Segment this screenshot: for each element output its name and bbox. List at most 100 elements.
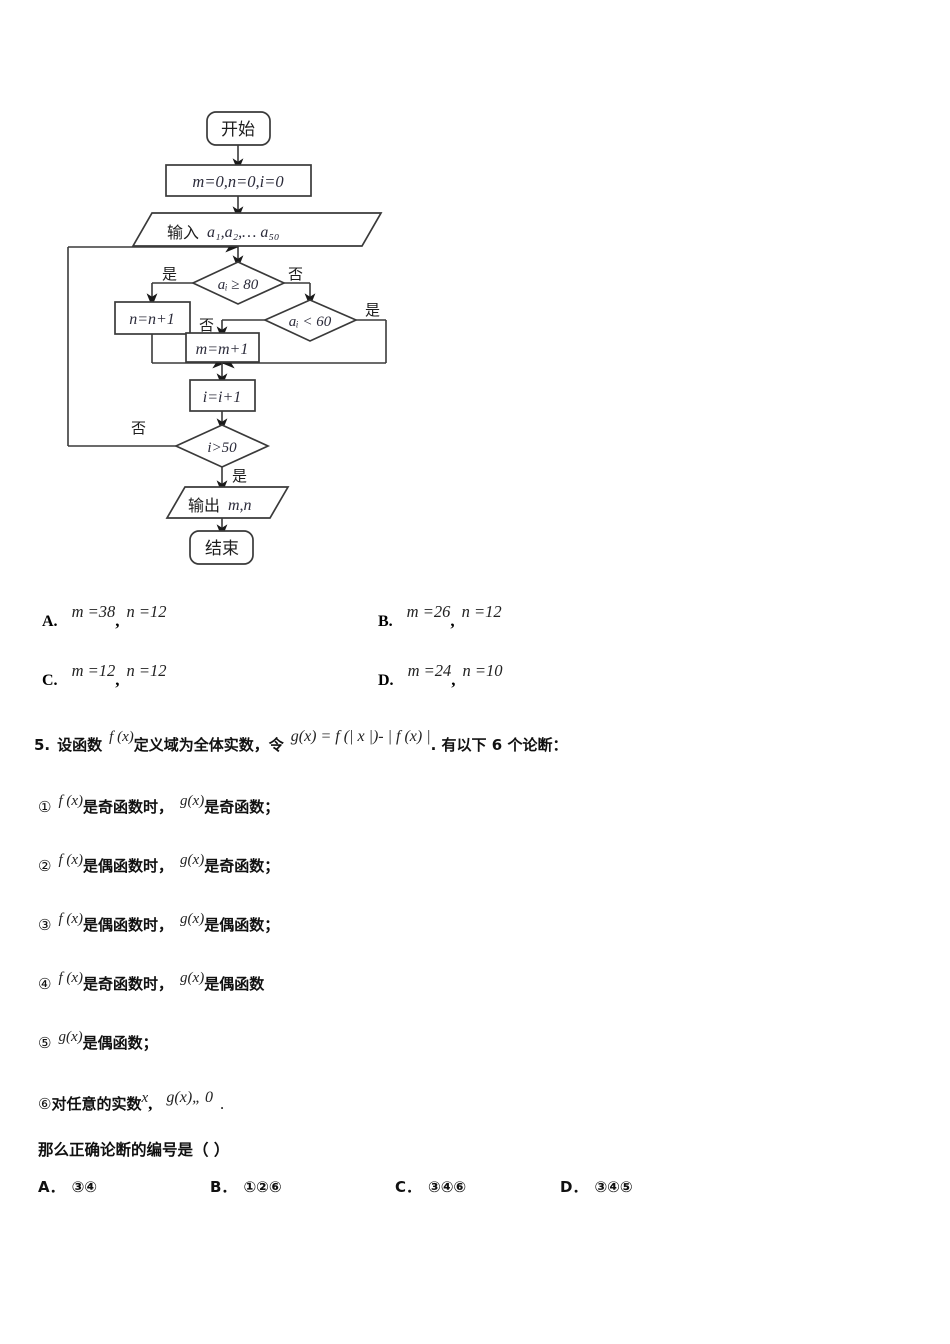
- flow-node-start: 开始: [206, 111, 271, 146]
- flow-node-condition3-label: i>50: [207, 440, 237, 456]
- flow-node-input: 输入 a₁,a₂,… a₅₀: [131, 212, 383, 247]
- q5-statement-6-number: ⑥: [38, 1095, 52, 1113]
- edge-label-cond2-yes: 是: [365, 301, 380, 319]
- flow-node-output-vars: m,n: [228, 497, 252, 514]
- q4-option-b-m: m =26: [406, 602, 451, 621]
- q4-option-d[interactable]: D. m =24, n =10: [378, 662, 503, 689]
- q5-statement-3-text1: 是偶函数时，: [83, 916, 174, 934]
- q5-option-c-value: ③④⑥: [428, 1178, 467, 1196]
- q5-statement-4-text1: 是奇函数时，: [83, 975, 174, 993]
- q5-option-c[interactable]: C． ③④⑥: [395, 1180, 466, 1196]
- q5-statement-2: ② f (x)是偶函数时， g(x)是奇函数；: [38, 853, 280, 875]
- flow-node-condition-i-gt-50: i>50: [173, 424, 271, 468]
- q4-option-c-label: C.: [42, 672, 58, 689]
- q5-stem-text-3: . 有以下 6 个论断：: [430, 736, 568, 754]
- q5-statement-3-text2: 是偶函数；: [204, 916, 280, 934]
- q4-option-a-n: n =12: [126, 602, 167, 621]
- q4-option-a-m: m =38: [71, 602, 116, 621]
- q5-statement-6-variable: x: [141, 1090, 149, 1106]
- q5-statement-5-fn1: g(x): [58, 1029, 83, 1045]
- flow-node-output: 输出 m,n: [165, 486, 290, 519]
- q5-option-a-value: ③④: [71, 1178, 98, 1196]
- q4-option-d-n: n =10: [462, 661, 503, 680]
- flow-node-increment-n-label: n=n+1: [129, 311, 175, 328]
- q5-statement-5-number: ⑤: [38, 1034, 52, 1052]
- q5-statement-1-text2: 是奇函数；: [204, 798, 280, 816]
- q4-option-c-sep: ,: [115, 670, 120, 689]
- flow-node-condition-ai-ge-80: aᵢ ≥ 80: [190, 261, 287, 305]
- q5-option-b[interactable]: B． ①②⑥: [210, 1180, 282, 1196]
- q5-stem-text-1: 设函数: [57, 736, 103, 754]
- q5-option-b-label: B．: [210, 1178, 237, 1196]
- q5-stem-text-2: 定义域为全体实数，令: [133, 736, 284, 754]
- q4-option-d-label: D.: [378, 672, 394, 689]
- q4-option-a[interactable]: A. m =38, n =12: [42, 603, 167, 630]
- flow-node-increment-n: n=n+1: [114, 301, 191, 335]
- q4-option-b-n: n =12: [461, 602, 502, 621]
- q4-option-d-m: m =24: [407, 661, 452, 680]
- edge-label-cond1-yes: 是: [162, 265, 177, 283]
- q4-option-a-sep: ,: [115, 611, 120, 630]
- q5-statement-6-inequality: g(x)„ 0: [166, 1089, 214, 1106]
- flow-node-increment-m: m=m+1: [185, 332, 260, 363]
- q5-statement-2-number: ②: [38, 857, 52, 875]
- q5-statement-4-fn1: f (x): [58, 970, 84, 986]
- flow-node-output-prefix: 输出: [188, 496, 220, 515]
- q5-prompt: 那么正确论断的编号是（ ）: [38, 1141, 230, 1159]
- flow-node-end: 结束: [189, 530, 254, 565]
- q5-stem-function-f: f (x): [109, 729, 134, 745]
- q4-option-a-label: A.: [42, 613, 58, 630]
- flow-node-increment-i: i=i+1: [189, 379, 256, 412]
- q4-option-c-n: n =12: [126, 661, 167, 680]
- q5-statement-1-text1: 是奇函数时，: [83, 798, 174, 816]
- edge-label-cond3-no: 否: [131, 419, 146, 437]
- q4-option-b-sep: ,: [450, 611, 455, 630]
- q5-statement-2-text1: 是偶函数时，: [83, 857, 174, 875]
- q5-statement-3-fn1: f (x): [58, 911, 84, 927]
- flow-node-input-prefix: 输入: [167, 223, 199, 242]
- q5-statement-1-fn1: f (x): [58, 793, 84, 809]
- q5-statement-4-text2: 是偶函数: [204, 975, 265, 993]
- q5-statement-5: ⑤ g(x)是偶函数；: [38, 1030, 158, 1052]
- q5-stem-formula: g(x) = f (| x |)- | f (x) |: [290, 728, 431, 745]
- flow-node-input-sequence: a₁,a₂,… a₅₀: [207, 224, 279, 241]
- edge-label-cond3-yes: 是: [232, 467, 247, 485]
- q5-option-c-label: C．: [395, 1178, 422, 1196]
- q5-statement-6-text1: 对任意的实数: [51, 1095, 142, 1113]
- q5-statement-2-fn2: g(x): [180, 852, 205, 868]
- q5-statement-5-text1: 是偶函数；: [82, 1034, 158, 1052]
- q5-statement-4: ④ f (x)是奇函数时， g(x)是偶函数: [38, 971, 265, 993]
- q5-number: 5.: [34, 736, 51, 754]
- q5-stem: 5. 设函数 f (x)定义域为全体实数，令 g(x) = f (| x |)- | …: [34, 729, 568, 754]
- flow-node-start-label: 开始: [221, 120, 255, 140]
- edge-label-cond2-no: 否: [199, 316, 214, 334]
- q5-statement-4-fn2: g(x): [180, 970, 205, 986]
- q5-statement-1-number: ①: [38, 798, 52, 816]
- q5-statement-2-fn1: f (x): [58, 852, 84, 868]
- q4-option-d-sep: ,: [451, 670, 456, 689]
- q5-option-d[interactable]: D． ③④⑤: [560, 1180, 633, 1196]
- flow-node-init: m=0,n=0,i=0: [165, 164, 312, 197]
- q5-statement-3-number: ③: [38, 916, 52, 934]
- q5-option-a[interactable]: A．③④: [38, 1180, 97, 1196]
- q5-option-d-label: D．: [560, 1178, 588, 1196]
- q5-statement-2-text2: 是奇函数；: [204, 857, 280, 875]
- q4-option-b[interactable]: B.m =26,n =12: [378, 603, 502, 630]
- flow-node-end-label: 结束: [205, 539, 239, 559]
- flow-node-condition1-label: aᵢ ≥ 80: [218, 277, 259, 293]
- flow-node-init-label: m=0,n=0,i=0: [192, 172, 284, 191]
- flow-node-increment-m-label: m=m+1: [196, 341, 249, 358]
- q5-option-b-value: ①②⑥: [243, 1178, 282, 1196]
- q5-statement-6-text2: .: [220, 1094, 225, 1113]
- flow-node-condition-ai-lt-60: aᵢ < 60: [262, 299, 359, 342]
- q5-option-d-value: ③④⑤: [594, 1178, 633, 1196]
- q5-statement-6: ⑥对任意的实数x,g(x)„ 0.: [38, 1089, 225, 1113]
- q5-statement-4-number: ④: [38, 975, 52, 993]
- flow-node-increment-i-label: i=i+1: [203, 389, 241, 406]
- q4-option-c[interactable]: C. m =12, n =12: [42, 662, 167, 689]
- q4-option-c-m: m =12: [71, 661, 116, 680]
- q5-statement-3-fn2: g(x): [180, 911, 205, 927]
- edge-label-cond1-no: 否: [288, 265, 303, 283]
- flowchart-figure: 开始 m=0,n=0,i=0 输入 a₁,a₂,… a₅₀ aᵢ ≥ 80 是 …: [0, 0, 950, 590]
